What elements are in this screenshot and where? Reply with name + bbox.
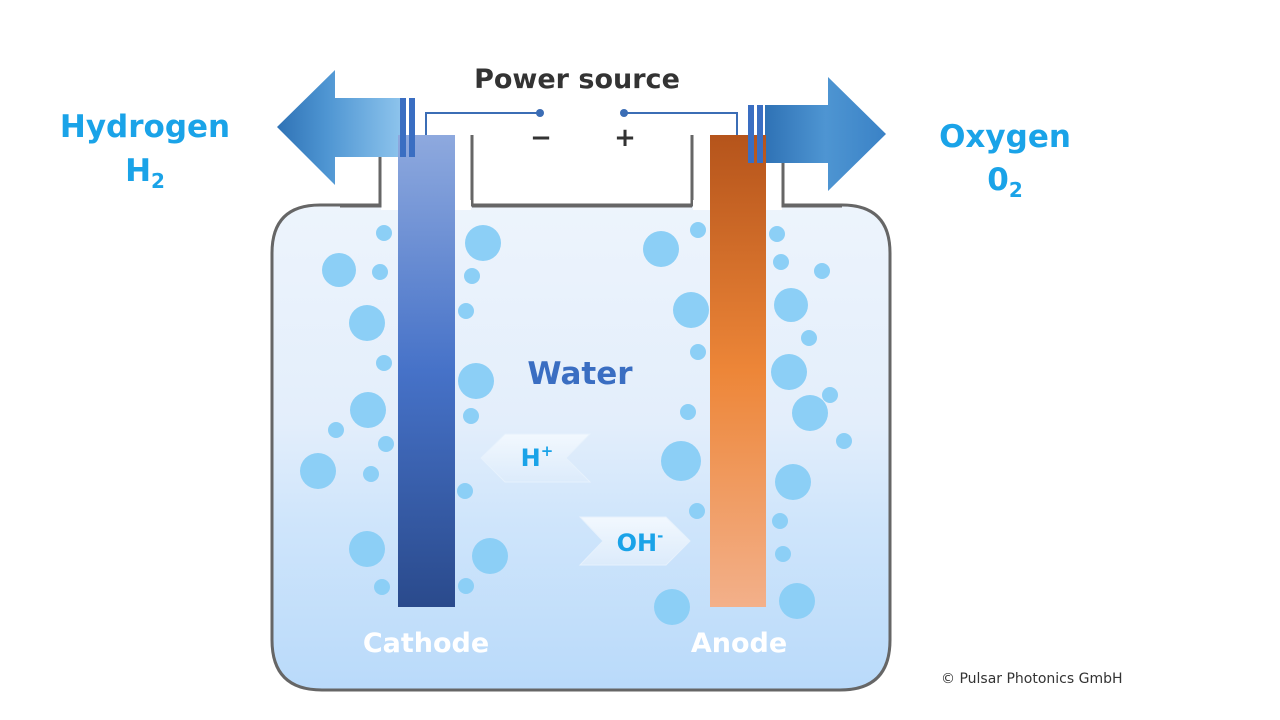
- bubble: [779, 583, 815, 619]
- cathode-electrode: [398, 135, 455, 607]
- h-ion-base: H: [521, 444, 541, 472]
- oh-minus-ion-arrow: [578, 516, 691, 566]
- bubble: [661, 441, 701, 481]
- bubble: [775, 546, 791, 562]
- oh-ion-charge: -: [657, 527, 663, 545]
- positive-wire: [624, 112, 738, 135]
- bubble: [372, 264, 388, 280]
- bubble: [822, 387, 838, 403]
- bubble: [322, 253, 356, 287]
- bubble: [376, 355, 392, 371]
- bubble: [349, 305, 385, 341]
- bubble: [680, 404, 696, 420]
- hydrogen-label: Hydrogen: [60, 109, 230, 145]
- bubble: [654, 589, 690, 625]
- bubble: [458, 303, 474, 319]
- oxygen-formula-base: 0: [987, 162, 1009, 198]
- bubble: [458, 363, 494, 399]
- oxygen-formula: 02: [987, 162, 1023, 202]
- bubble: [690, 344, 706, 360]
- water-label: Water: [527, 356, 633, 392]
- negative-terminal-label: −: [530, 123, 552, 153]
- bubble: [643, 231, 679, 267]
- bubble: [374, 579, 390, 595]
- bubble: [801, 330, 817, 346]
- bubble: [300, 453, 336, 489]
- copyright-credit: © Pulsar Photonics GmbH: [941, 671, 1123, 687]
- oxygen-formula-sub: 2: [1009, 178, 1023, 202]
- hydrogen-formula: H2: [125, 153, 165, 193]
- positive-terminal-label: +: [614, 123, 636, 153]
- bubble: [349, 531, 385, 567]
- bubble: [836, 433, 852, 449]
- negative-terminal-dot: [536, 109, 544, 117]
- bubble: [689, 503, 705, 519]
- cathode-label: Cathode: [363, 628, 489, 659]
- bubble: [773, 254, 789, 270]
- power-source-label: Power source: [474, 64, 680, 95]
- bubble: [457, 483, 473, 499]
- h-ion-charge: +: [541, 442, 554, 460]
- anode-label: Anode: [691, 628, 787, 659]
- bubble: [463, 408, 479, 424]
- hydrogen-formula-sub: 2: [151, 169, 165, 193]
- bubble: [458, 578, 474, 594]
- hydrogen-outlet-arrow: [277, 70, 415, 185]
- bubble: [472, 538, 508, 574]
- bubble: [772, 513, 788, 529]
- bubble: [363, 466, 379, 482]
- power-circuit: [425, 109, 738, 135]
- oxygen-outlet-arrow: [748, 77, 886, 191]
- h-plus-ion-label: H+: [521, 442, 554, 472]
- bubble: [378, 436, 394, 452]
- bubble: [673, 292, 709, 328]
- oh-minus-ion-label: OH-: [617, 527, 664, 557]
- bubble: [465, 225, 501, 261]
- bubble: [814, 263, 830, 279]
- h-plus-ion-arrow: [480, 433, 592, 483]
- bubble: [328, 422, 344, 438]
- positive-terminal-dot: [620, 109, 628, 117]
- gas-bubbles: [300, 222, 852, 625]
- negative-wire: [425, 112, 540, 135]
- bubble: [775, 464, 811, 500]
- bubble: [376, 225, 392, 241]
- oh-ion-base: OH: [617, 529, 658, 557]
- bubble: [769, 226, 785, 242]
- bubble: [690, 222, 706, 238]
- bubble: [464, 268, 480, 284]
- bubble: [792, 395, 828, 431]
- bubble: [350, 392, 386, 428]
- bubble: [774, 288, 808, 322]
- hydrogen-formula-base: H: [125, 153, 151, 189]
- anode-electrode: [710, 135, 766, 607]
- oxygen-label: Oxygen: [939, 119, 1071, 155]
- bubble: [771, 354, 807, 390]
